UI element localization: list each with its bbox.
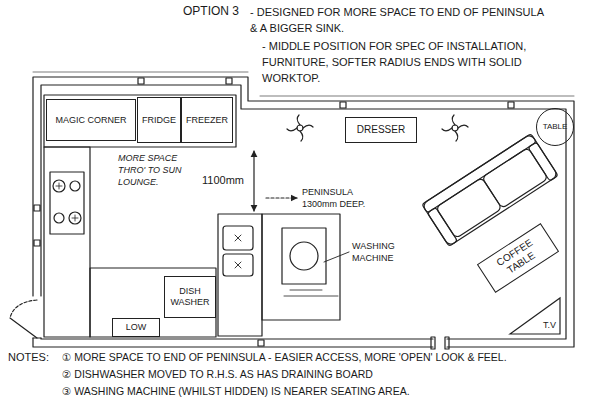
plan-rect — [445, 337, 449, 349]
tv-triangle: T.V — [510, 298, 560, 334]
plan-g — [422, 134, 558, 247]
plan-circle — [54, 213, 64, 223]
plan-rect — [50, 172, 84, 234]
plan-rect — [262, 214, 340, 320]
furniture-box: DRESSER — [345, 117, 417, 143]
plan-path — [56, 183, 78, 221]
plan-circle — [452, 125, 458, 131]
plan-g — [10, 72, 574, 349]
circulation-note: MORE SPACE THRO' TO SUN LOUNGE. — [118, 152, 192, 188]
table-circle: TABLE — [536, 108, 575, 147]
plan-rect — [282, 228, 326, 284]
plan-rect — [340, 102, 346, 108]
dimension-note: PENINSULA 1300mm DEEP. — [302, 186, 382, 210]
node-text: DRESSER — [357, 124, 405, 136]
plan-circle — [70, 181, 80, 191]
design-note: - MIDDLE POSITION FOR SPEC OF INSTALLATI… — [262, 38, 562, 86]
plan-path — [10, 300, 37, 318]
plan-path — [10, 318, 37, 338]
dimension: 1100mm — [202, 174, 244, 187]
note: ② DISHWASHER MOVED TO R.H.S. AS HAS DRAI… — [62, 368, 373, 381]
plan-rect — [90, 268, 216, 337]
plan-rect — [44, 95, 236, 147]
plan-g — [442, 115, 468, 141]
plan-rect — [34, 240, 40, 246]
node-text: DISH WASHER — [165, 286, 215, 308]
node-text: LOW — [126, 322, 147, 333]
notes-heading: NOTES: — [8, 351, 49, 364]
part-label: WASHING MACHINE — [352, 240, 432, 264]
plan-rect — [482, 147, 548, 208]
note: ③ WASHING MACHINE (WHILST HIDDEN) IS NEA… — [62, 385, 410, 398]
plan-path — [287, 115, 313, 141]
node-text: MAGIC CORNER — [55, 115, 126, 126]
plan-rect — [34, 205, 40, 211]
node-text: FREEZER — [186, 115, 228, 126]
appliance-box: DISH WASHER — [164, 276, 216, 318]
node-text: TABLE — [543, 122, 568, 132]
plan-rect — [431, 337, 435, 349]
plan-path — [266, 197, 297, 198]
plan-rect — [422, 134, 558, 247]
plan-rect — [138, 78, 144, 84]
plan-rect — [44, 147, 90, 337]
plan-rect — [422, 134, 536, 213]
design-note: - DESIGNED FOR MORE SPACE TO END OF PENI… — [250, 4, 550, 36]
plan-rect — [218, 214, 262, 336]
plan-circle — [297, 125, 303, 131]
cabinet-box: LOW — [112, 318, 160, 337]
plan-path — [41, 85, 566, 339]
plan-path — [33, 77, 574, 347]
plan-rect — [436, 177, 502, 238]
plan-title: OPTION 3 — [183, 4, 239, 18]
plan-rect — [226, 78, 232, 84]
cabinet-box: MAGIC CORNER — [46, 99, 136, 141]
plan-rect — [427, 207, 457, 246]
coffee-table: COFFEE TABLE — [477, 223, 559, 293]
plan-path — [324, 252, 349, 262]
plan-circle — [290, 242, 318, 270]
node-text: FRIDGE — [142, 115, 176, 126]
plan-g — [287, 115, 313, 141]
appliance-box: FREEZER — [181, 97, 233, 143]
node-text: COFFEE TABLE — [480, 228, 555, 288]
node-text: T.V — [543, 320, 556, 331]
note: ① MORE SPACE TO END OF PENINSULA - EASIE… — [62, 351, 507, 364]
plan-rect — [528, 142, 558, 181]
plan-path — [235, 235, 241, 268]
tv-outline — [510, 298, 560, 334]
plan-rect — [508, 102, 514, 108]
plan-path — [442, 115, 468, 141]
plan-path — [253, 151, 254, 211]
plan-rect — [258, 340, 264, 346]
appliance-box: FRIDGE — [137, 97, 181, 143]
plan-path — [284, 290, 338, 296]
